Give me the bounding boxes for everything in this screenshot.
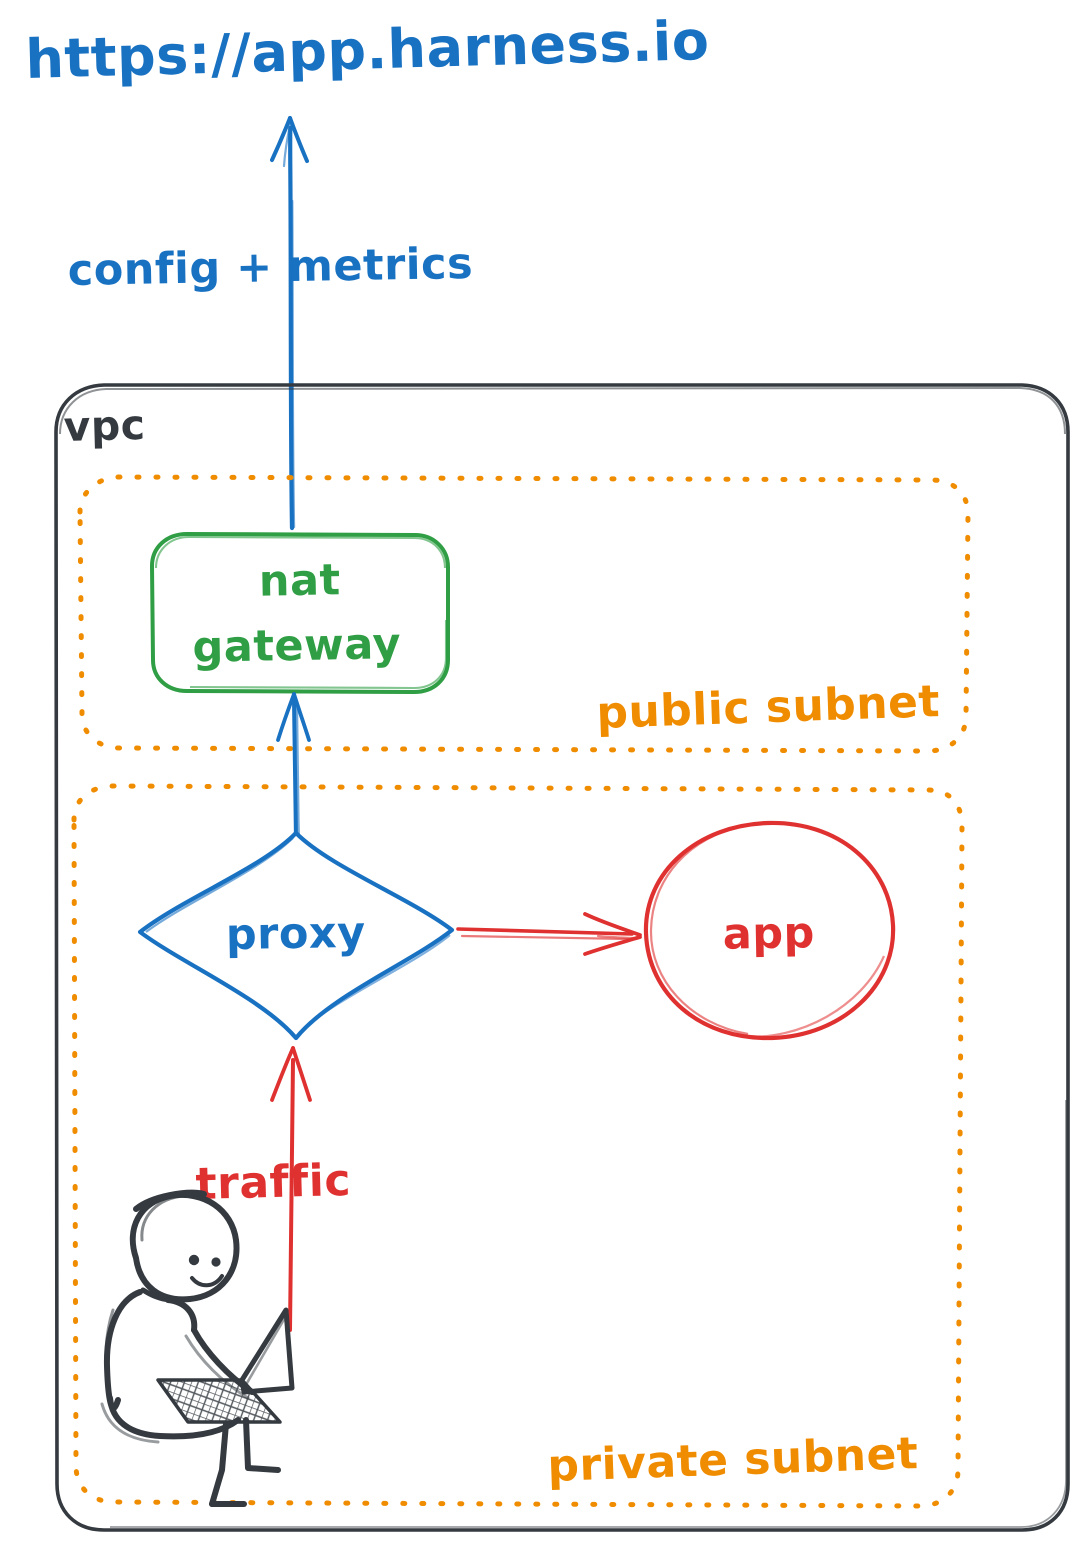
edge-label-traffic: traffic — [195, 1155, 352, 1210]
proxy-label: proxy — [225, 908, 366, 960]
vpc-container — [54, 383, 1070, 1532]
public-subnet-container — [77, 474, 971, 754]
nat-gateway-label-line1: nat — [258, 555, 341, 606]
private-subnet-label: private subnet — [547, 1428, 920, 1492]
edge-proxy-to-nat — [276, 692, 311, 844]
edge-user-to-proxy — [270, 1046, 312, 1332]
public-subnet-label: public subnet — [596, 676, 941, 739]
nat-gateway-label-line2: gateway — [192, 619, 401, 673]
node-nat-gateway[interactable] — [150, 532, 450, 694]
node-user-person-with-laptop — [100, 1189, 295, 1507]
edge-label-config-metrics: config + metrics — [67, 239, 473, 296]
edge-proxy-to-app — [456, 912, 642, 956]
edge-nat-to-internet — [270, 116, 309, 531]
node-app[interactable] — [643, 820, 896, 1041]
external-url-label: https://app.harness.io — [25, 9, 711, 91]
node-proxy[interactable] — [137, 830, 455, 1041]
vpc-container-label: vpc — [63, 401, 146, 451]
app-label: app — [722, 908, 815, 960]
